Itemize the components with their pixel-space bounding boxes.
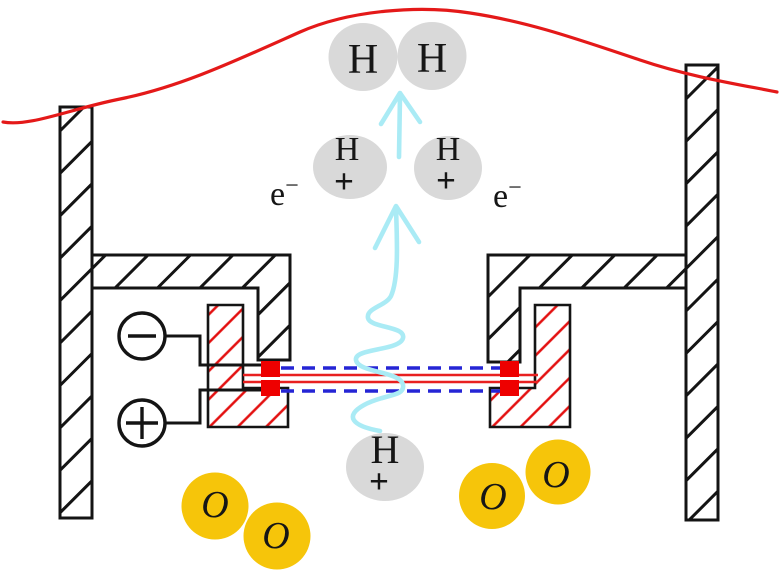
- o-atom-circle: [181, 472, 249, 540]
- right-contact-lower: [500, 380, 519, 396]
- h-ion-circle: [414, 136, 482, 200]
- electron-label-left: e−: [270, 173, 299, 213]
- o-atom-circle: [459, 463, 525, 529]
- membrane: [243, 361, 538, 396]
- h-ion-symbol: H: [335, 131, 360, 168]
- right-electrode: [488, 303, 572, 429]
- left-contact-upper: [261, 361, 280, 377]
- h-ion-symbol: H: [371, 427, 400, 472]
- squiggle-arrowhead: [372, 203, 422, 251]
- electrodes: [206, 303, 572, 429]
- h-ion-charge: +: [334, 162, 354, 201]
- h2-molecule: H H: [328, 22, 467, 91]
- h-ion-pair: H + H + e− e−: [270, 131, 522, 215]
- wiring: [165, 334, 261, 425]
- boundary-curve: [1, 7, 779, 125]
- left-wall: [58, 105, 94, 520]
- o-atom-circle: [525, 439, 591, 505]
- o-atom-circle: [243, 502, 311, 570]
- chamber-structure: [58, 63, 720, 522]
- h-atom-circle: [328, 23, 398, 91]
- h-ion-charge: +: [436, 161, 456, 200]
- h-ion-bottom: H +: [346, 427, 424, 501]
- short-arrow-shaft: [396, 92, 403, 160]
- h-ion-circle: [313, 135, 387, 199]
- h-ion-circle: [346, 433, 424, 501]
- right-electrode-holder: [486, 253, 688, 364]
- plasma-flow-arrows: [350, 90, 423, 434]
- short-arrowhead: [378, 90, 423, 127]
- h-ion-symbol: H: [436, 131, 461, 168]
- o-atom-label: O: [479, 476, 506, 518]
- right-wall: [684, 63, 720, 522]
- left-electrode-holder: [90, 253, 292, 362]
- left-contact-lower: [261, 380, 280, 396]
- o2-molecule-right: O O: [459, 439, 591, 529]
- squiggle-arrow: [350, 205, 406, 434]
- electron-label-right: e−: [493, 175, 522, 215]
- positive-terminal-icon: [117, 398, 167, 448]
- right-contact-upper: [500, 361, 519, 377]
- h-atom-label: H: [348, 37, 378, 83]
- positive-wire: [166, 388, 261, 425]
- o-atom-label: O: [262, 515, 289, 557]
- o-atom-label: O: [542, 454, 569, 496]
- negative-wire: [165, 334, 261, 367]
- h-atom-circle: [397, 22, 467, 90]
- o2-molecule-left: O O: [181, 472, 311, 570]
- left-electrode: [206, 303, 290, 429]
- o-atom-label: O: [201, 484, 228, 526]
- h-ion-charge: +: [369, 462, 389, 501]
- h-atom-label: H: [417, 36, 447, 82]
- negative-terminal-icon: [117, 311, 167, 361]
